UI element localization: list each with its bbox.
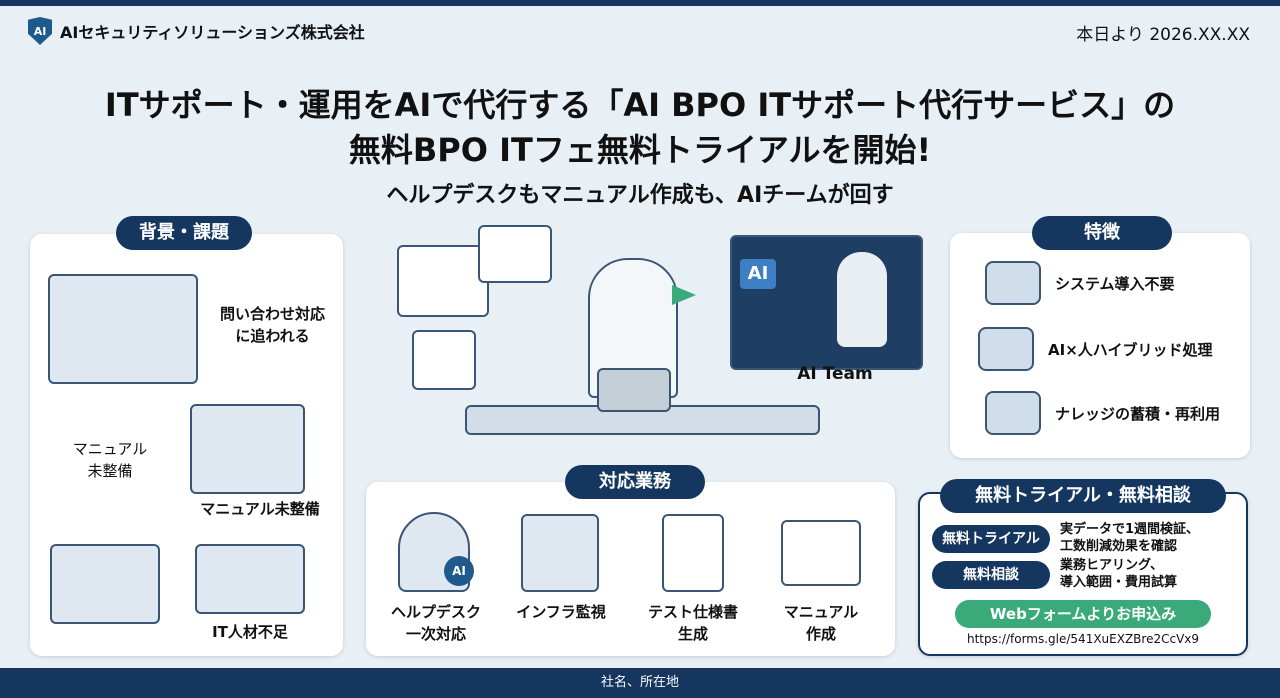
trial-panel: 無料トライアル実データで1週間検証、 工数削減効果を確認 無料相談業務ヒアリング… — [918, 492, 1248, 656]
feature-label: ナレッジの蓄積・再利用 — [1055, 404, 1221, 423]
service-infra: インフラ監視 — [516, 603, 606, 621]
apply-button[interactable]: Webフォームよりお申込み — [955, 600, 1211, 628]
trial-label: 無料トライアル — [932, 524, 1050, 553]
top-bar — [0, 0, 1280, 6]
form-url-link[interactable]: https://forms.gle/541XuEXZBre2CcVx9 — [966, 632, 1200, 646]
feature-item: AI×人ハイブリッド処理 — [978, 327, 1212, 371]
ai-badge: AI — [444, 556, 474, 586]
busy-operator-illustration — [48, 274, 198, 384]
worker-illustration — [50, 544, 160, 624]
checklist-icon — [662, 514, 724, 592]
document-stack-illustration — [190, 404, 305, 494]
main-title-line2: 無料BPO ITフェ無料トライアルを開始! — [348, 131, 932, 169]
background-panel: 問い合わせ対応 に追われる マニュアル 未整備 マニュアル未整備 IT人材不足 — [30, 234, 343, 656]
features-heading: 特徴 — [1032, 216, 1172, 250]
start-date: 本日より 2026.XX.XX — [1076, 25, 1250, 45]
service-helpdesk: ヘルプデスク 一次対応 — [390, 603, 481, 643]
issue-inquiries: 問い合わせ対応 に追われる — [219, 305, 325, 345]
ai-screen-illustration: AI — [730, 235, 923, 370]
trial-text: 実データで1週間検証、 工数削減効果を確認 — [1060, 522, 1200, 554]
ai-team-label: AI Team — [797, 364, 873, 384]
window-illustration — [478, 225, 552, 283]
consult-label: 無料相談 — [932, 560, 1050, 589]
feature-label: AI×人ハイブリッド処理 — [1048, 340, 1213, 359]
brain-database-icon — [985, 391, 1041, 435]
issue-manual-label: マニュアル 未整備 — [72, 440, 148, 480]
services-heading: 対応業務 — [565, 465, 705, 499]
consult-text: 業務ヒアリング、 導入範囲・費用試算 — [1060, 558, 1178, 590]
shield-icon: AI — [28, 17, 52, 45]
trial-row: 無料トライアル実データで1週間検証、 工数削減効果を確認 — [932, 522, 1199, 556]
laptop-icon — [597, 368, 671, 412]
human-robot-icon — [978, 327, 1034, 371]
open-book-icon — [781, 520, 861, 586]
trial-heading: 無料トライアル・無料相談 — [940, 479, 1226, 513]
arrow-icon — [672, 285, 696, 305]
company-logo: AI AIセキュリティソリューションズ株式会社 — [28, 17, 365, 45]
server-monitor-icon — [521, 514, 599, 592]
feature-label: システム導入不要 — [1055, 274, 1175, 293]
cloud-gear-icon — [985, 261, 1041, 305]
ai-badge: AI — [740, 259, 776, 289]
document-illustration — [412, 330, 476, 390]
headset-agent-icon: AI — [398, 512, 474, 592]
service-manual: マニュアル 作成 — [783, 603, 859, 643]
services-panel: AI ヘルプデスク 一次対応 インフラ監視 テスト仕様書 生成 マニュアル 作成 — [366, 482, 895, 656]
footer: 社名、所在地 — [0, 668, 1280, 698]
issue-it-shortage: IT人材不足 — [212, 623, 288, 641]
team-illustration — [195, 544, 305, 614]
main-title-line1: ITサポート・運用をAIで代行する「AI BPO ITサポート代行サービス」の — [104, 86, 1176, 124]
consult-row: 無料相談業務ヒアリング、 導入範囲・費用試算 — [932, 558, 1177, 592]
issue-manual: マニュアル未整備 — [200, 500, 320, 518]
subtitle: ヘルプデスクもマニュアル作成も、AIチームが回す — [386, 183, 894, 208]
profile-window-illustration — [397, 245, 489, 317]
background-heading: 背景・課題 — [116, 216, 252, 250]
features-panel: システム導入不要 AI×人ハイブリッド処理 ナレッジの蓄積・再利用 — [950, 233, 1250, 458]
feature-item: システム導入不要 — [985, 261, 1175, 305]
company-name: AIセキュリティソリューションズ株式会社 — [60, 23, 365, 42]
service-test-spec: テスト仕様書 生成 — [647, 603, 738, 643]
feature-item: ナレッジの蓄積・再利用 — [985, 391, 1220, 435]
robot-icon — [837, 252, 887, 347]
